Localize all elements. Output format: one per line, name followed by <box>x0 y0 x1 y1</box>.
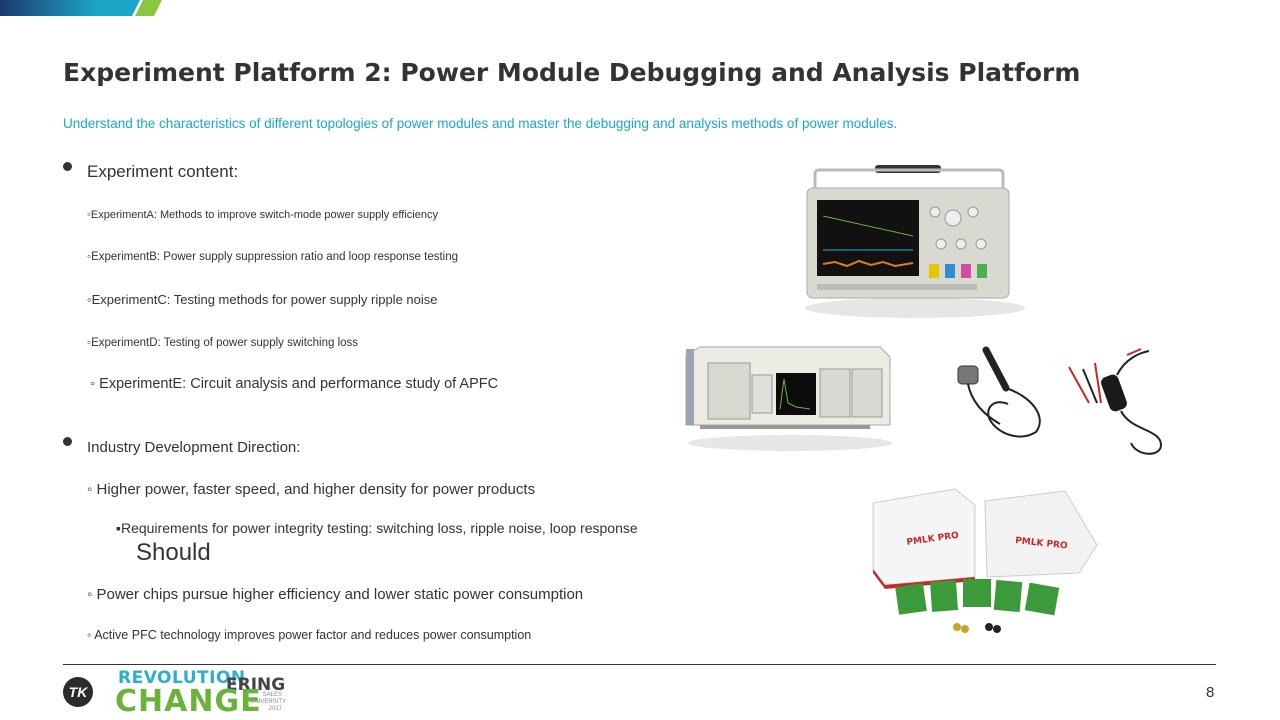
bullet-dot <box>63 162 72 171</box>
bullet-dot <box>63 437 72 446</box>
experiment-item-a: ◦ExperimentA: Methods to improve switch-… <box>87 209 438 221</box>
industry-subitem-1: ▪Requirements for power integrity testin… <box>116 520 638 536</box>
experiment-item-e: ◦ ExperimentE: Circuit analysis and perf… <box>90 376 499 392</box>
experiment-item-c: ◦ExperimentC: Testing methods for power … <box>87 292 438 307</box>
brand-revolution: REVOLUTION <box>118 668 246 688</box>
experiment-item-d: ◦ExperimentD: Testing of power supply sw… <box>87 337 359 349</box>
industry-item-2: ◦ Power chips pursue higher efficiency a… <box>87 586 584 603</box>
experiment-item-b: ◦ExperimentB: Power supply suppression r… <box>87 251 459 263</box>
brand-change: CHANGE <box>115 684 262 719</box>
page-title: Experiment Platform 2: Power Module Debu… <box>63 58 1081 87</box>
power-analyzer-image <box>685 346 892 451</box>
pmlk-pro-kit-image: PMLK PRO PMLK PRO <box>872 488 1098 633</box>
oscilloscope-image <box>805 165 1025 318</box>
tk-logo-icon: TK <box>63 677 93 707</box>
brand-tagline: SALES UNIVERSITY 2017 <box>250 692 287 712</box>
differential-probe-image <box>1068 348 1163 455</box>
industry-heading: Industry Development Direction: <box>87 439 301 456</box>
industry-item-1: ◦ Higher power, faster speed, and higher… <box>87 481 536 498</box>
industry-item-3: ◦ Active PFC technology improves power f… <box>87 628 532 642</box>
corner-decoration <box>0 0 162 16</box>
page-number: 8 <box>1206 684 1215 701</box>
brand-ering: ERING <box>226 675 286 695</box>
page-subtitle: Understand the characteristics of differ… <box>63 116 898 131</box>
current-probe-image <box>957 346 1041 438</box>
experiment-heading: Experiment content: <box>87 162 239 181</box>
footer-divider <box>63 664 1216 665</box>
industry-subitem-continuation: Should <box>136 539 211 566</box>
